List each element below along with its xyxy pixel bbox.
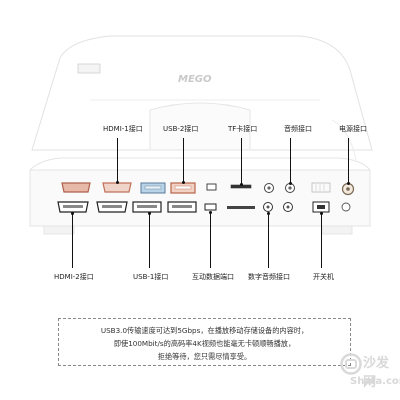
spec-sticker: [77, 63, 101, 74]
right-foot: [321, 225, 353, 235]
port-usb-lower-right: [167, 201, 197, 213]
power-switch: [312, 201, 330, 213]
label-usb-2: USB-2接口: [163, 125, 199, 133]
port-mini-usb-top: [206, 183, 217, 191]
label-audio: 音频接口: [284, 125, 312, 133]
brand-logo: MEGO: [178, 74, 212, 85]
port-lower-right: [341, 202, 351, 212]
leader-dot-hdmi-1: [116, 181, 119, 184]
rear-panel: [29, 169, 371, 227]
leader-switch: [321, 213, 322, 268]
port-usb-1: [132, 201, 162, 213]
lens-housing: [149, 102, 251, 151]
leader-usb-1: [149, 213, 150, 268]
port-hdmi-2: [57, 201, 89, 213]
leader-hdmi-1: [117, 138, 118, 182]
description-line-2: 即使100Mbit/s的高码率4K视频也能毫无卡顿顺畅播放，: [113, 339, 296, 348]
side-grille: [331, 119, 357, 161]
leader-dot-audio: [289, 182, 292, 185]
leader-interactive: [210, 212, 211, 268]
leader-dot-tf-card: [240, 183, 243, 186]
leader-tf-card: [241, 138, 242, 184]
port-audio-ring-top: [264, 183, 274, 193]
port-interactive-data: [204, 203, 217, 211]
watermark-logo-icon: [340, 353, 362, 375]
port-usb-upper-left: [140, 182, 166, 194]
label-hdmi-2: HDMI-2接口: [54, 273, 94, 281]
port-hdmi-lower: [96, 201, 128, 213]
watermark-cn: 沙发网: [363, 356, 390, 390]
label-usb-1: USB-1接口: [133, 273, 169, 281]
leader-digital-audio: [268, 213, 269, 268]
description-line-3: 拒绝等待，您只需尽情享受。: [157, 352, 252, 361]
port-power: [341, 182, 355, 196]
label-digital-audio: 数字音频接口: [248, 273, 290, 281]
label-interactive-data-port: 互动数据端口: [192, 273, 234, 281]
port-digital-audio: [263, 202, 273, 212]
label-power-switch: 开关机: [313, 273, 334, 281]
leader-dot-usb-2: [182, 181, 185, 184]
left-foot: [43, 225, 75, 235]
projector-top-shell: [31, 35, 373, 151]
leader-audio: [290, 138, 291, 183]
leader-dot-power: [347, 182, 350, 185]
label-tf-card: TF卡接口: [228, 125, 258, 133]
vent-slot: [311, 182, 331, 193]
leader-usb-2: [183, 138, 184, 182]
port-sd-slot: [227, 206, 255, 209]
port-hdmi-1: [102, 182, 132, 193]
label-hdmi-1: HDMI-1接口: [103, 125, 143, 133]
leader-power: [348, 138, 349, 183]
rear-panel-top: [29, 157, 371, 171]
port-aux-lower: [283, 202, 293, 212]
description-box: USB3.0传输速度可达到5Gbps，在播放移动存储设备的内容时， 即使100M…: [58, 318, 351, 366]
label-power: 电源接口: [339, 125, 367, 133]
description-line-1: USB3.0传输速度可达到5Gbps，在播放移动存储设备的内容时，: [100, 326, 309, 335]
port-hdmi-2-top: [61, 182, 91, 193]
svg-text:MEGO: MEGO: [178, 74, 212, 85]
watermark-en: Shafa.com: [350, 376, 400, 387]
leader-hdmi-2: [72, 213, 73, 268]
port-usb-2: [170, 182, 196, 194]
projector-illustration: MEGO: [29, 35, 373, 235]
